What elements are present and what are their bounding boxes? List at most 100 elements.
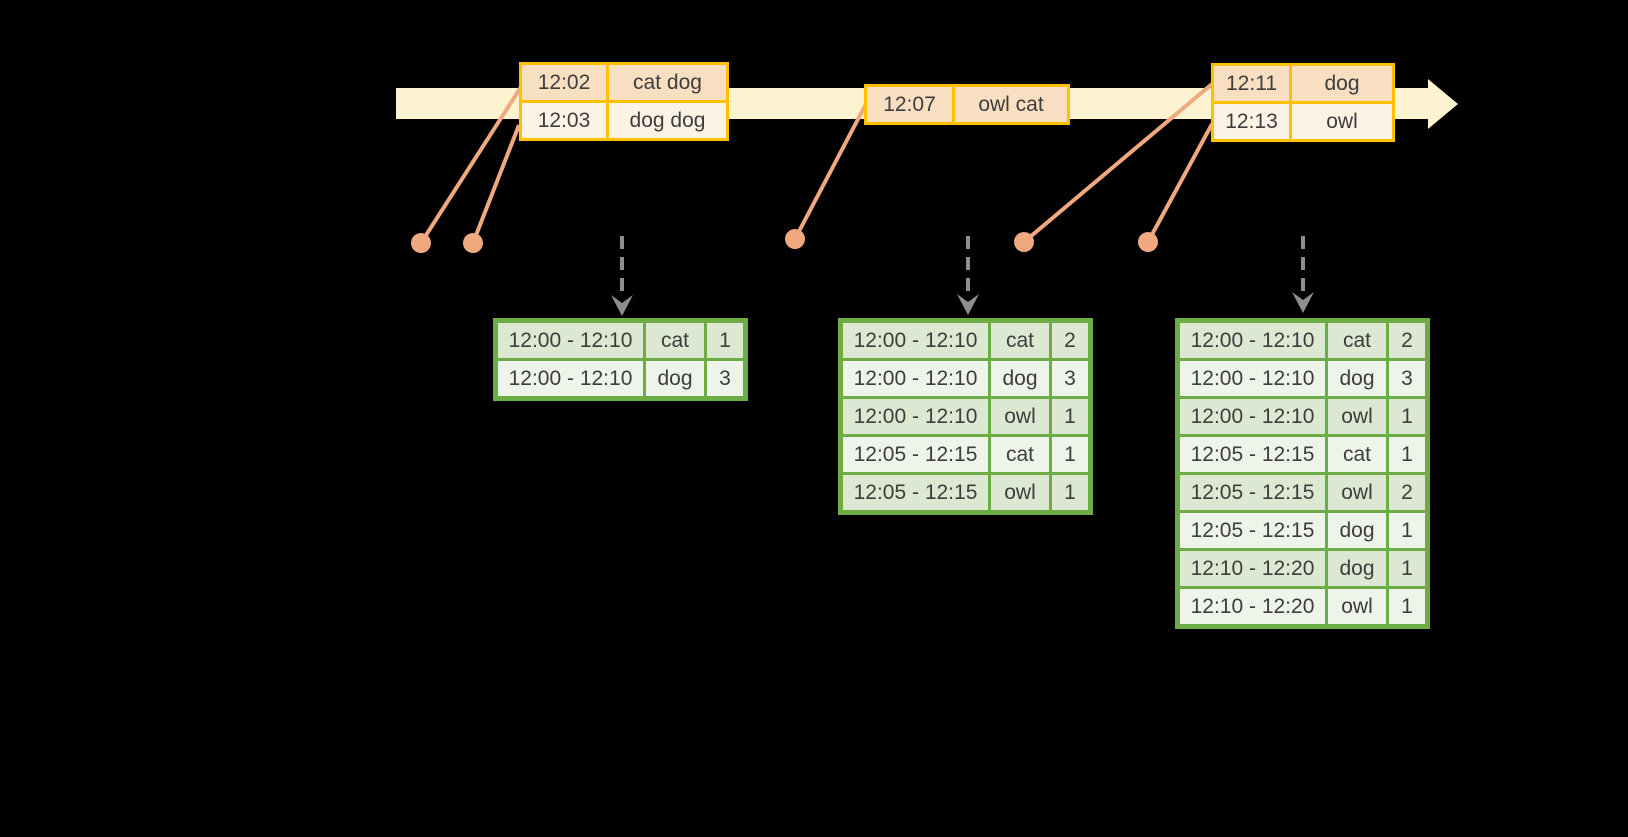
event-words: cat dog: [633, 71, 702, 94]
event-words: dog dog: [629, 109, 706, 132]
window-range: 12:05 - 12:15: [853, 481, 978, 504]
window-cell: 12:05 - 12:15: [1180, 513, 1325, 548]
window-range: 12:00 - 12:10: [1190, 329, 1315, 352]
window-range: 12:00 - 12:10: [853, 367, 978, 390]
word: owl: [1004, 481, 1036, 504]
count: 3: [1401, 367, 1413, 390]
word: cat: [1342, 329, 1371, 352]
event-time-cell: 12:11: [1214, 66, 1289, 101]
input-batch-table-2: 12:07 owl cat: [864, 84, 1070, 125]
count-cell: 1: [707, 323, 743, 358]
event-time: 12:03: [537, 109, 591, 132]
count: 2: [1401, 481, 1413, 504]
word-cell: owl: [1328, 475, 1386, 510]
count-cell: 2: [1389, 323, 1425, 358]
window-range: 12:10 - 12:20: [1190, 595, 1315, 618]
timeline-arrowhead-icon: [1428, 79, 1458, 129]
window-range: 12:05 - 12:15: [1190, 519, 1315, 542]
word: cat: [1342, 443, 1371, 466]
window-range: 12:00 - 12:10: [1190, 367, 1315, 390]
word-cell: cat: [1328, 323, 1386, 358]
window-cell: 12:00 - 12:10: [1180, 361, 1325, 396]
word-cell: dog: [991, 361, 1049, 396]
count: 1: [1401, 557, 1413, 580]
event-words: dog: [1324, 72, 1360, 95]
word-cell: dog: [1328, 513, 1386, 548]
count-cell: 1: [1389, 399, 1425, 434]
event-time-cell: 12:02: [522, 65, 606, 100]
word-cell: cat: [1328, 437, 1386, 472]
window-range: 12:05 - 12:15: [853, 443, 978, 466]
word: dog: [1339, 519, 1375, 542]
window-cell: 12:00 - 12:10: [498, 361, 643, 396]
word: owl: [1341, 595, 1373, 618]
connector-line: [471, 124, 521, 244]
count: 3: [1064, 367, 1076, 390]
count: 1: [1401, 443, 1413, 466]
word-cell: cat: [646, 323, 704, 358]
window-cell: 12:00 - 12:10: [1180, 399, 1325, 434]
word: dog: [657, 367, 693, 390]
event-marker-dot: [1138, 232, 1158, 252]
window-cell: 12:00 - 12:10: [498, 323, 643, 358]
result-table-1: 12:00 - 12:10 cat 1 12:00 - 12:10 dog 3: [493, 318, 748, 401]
window-range: 12:10 - 12:20: [1190, 557, 1315, 580]
connector-line: [1022, 82, 1214, 244]
window-cell: 12:05 - 12:15: [1180, 437, 1325, 472]
word-cell: owl: [991, 399, 1049, 434]
count-cell: 2: [1389, 475, 1425, 510]
window-cell: 12:10 - 12:20: [1180, 589, 1325, 624]
event-time-cell: 12:13: [1214, 104, 1289, 139]
count-cell: 1: [1389, 437, 1425, 472]
event-time: 12:07: [883, 93, 936, 116]
event-time-cell: 12:03: [522, 103, 606, 138]
window-cell: 12:00 - 12:10: [843, 399, 988, 434]
count-cell: 2: [1052, 323, 1088, 358]
word-cell: owl: [991, 475, 1049, 510]
word: dog: [1339, 557, 1375, 580]
window-cell: 12:05 - 12:15: [1180, 475, 1325, 510]
window-range: 12:00 - 12:10: [508, 329, 633, 352]
down-arrowhead-icon: [611, 295, 633, 316]
count: 1: [719, 329, 731, 352]
window-range: 12:00 - 12:10: [853, 329, 978, 352]
word: owl: [1004, 405, 1036, 428]
connector-line: [1146, 123, 1214, 243]
count: 1: [1064, 443, 1076, 466]
event-words-cell: owl cat: [955, 87, 1067, 122]
event-words-cell: owl: [1292, 104, 1392, 139]
word-cell: cat: [991, 323, 1049, 358]
down-arrowhead-icon: [1292, 292, 1314, 313]
count-cell: 1: [1052, 475, 1088, 510]
word-cell: owl: [1328, 589, 1386, 624]
word-cell: owl: [1328, 399, 1386, 434]
count-cell: 1: [1389, 513, 1425, 548]
count-cell: 1: [1052, 437, 1088, 472]
event-marker-dot: [463, 233, 483, 253]
result-table-3: 12:00 - 12:10 cat 2 12:00 - 12:10 dog 3 …: [1175, 318, 1430, 629]
window-range: 12:05 - 12:15: [1190, 443, 1315, 466]
word: owl: [1341, 481, 1373, 504]
word-cell: dog: [646, 361, 704, 396]
window-cell: 12:05 - 12:15: [843, 437, 988, 472]
count-cell: 1: [1389, 551, 1425, 586]
event-words-cell: dog dog: [609, 103, 726, 138]
input-batch-table-3: 12:11 dog 12:13 owl: [1211, 63, 1395, 142]
event-time: 12:02: [537, 71, 591, 94]
event-time: 12:13: [1225, 110, 1278, 133]
event-marker-dot: [411, 233, 431, 253]
window-range: 12:00 - 12:10: [1190, 405, 1315, 428]
count: 3: [719, 367, 731, 390]
window-cell: 12:05 - 12:15: [843, 475, 988, 510]
count-cell: 3: [707, 361, 743, 396]
window-cell: 12:10 - 12:20: [1180, 551, 1325, 586]
word: cat: [660, 329, 689, 352]
count: 1: [1401, 405, 1413, 428]
event-words-cell: dog: [1292, 66, 1392, 101]
event-words-cell: cat dog: [609, 65, 726, 100]
down-arrowhead-icon: [957, 294, 979, 315]
word-cell: dog: [1328, 361, 1386, 396]
event-marker-dot: [785, 229, 805, 249]
word: dog: [1002, 367, 1038, 390]
connector-line: [419, 85, 523, 245]
